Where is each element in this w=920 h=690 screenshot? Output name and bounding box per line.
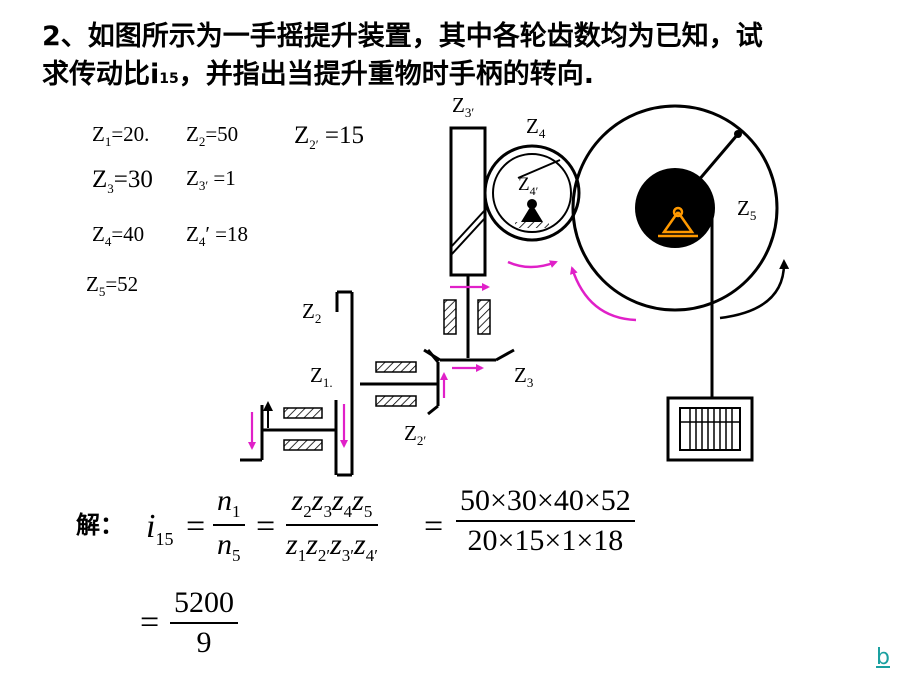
rotation-arrow-z5 xyxy=(719,259,790,320)
bearing-input-bottom xyxy=(283,439,323,451)
problem-line1: 、如图所示为一手摇提升装置，其中各轮齿数均为已知，试 xyxy=(60,21,763,52)
label-z2: Z2 xyxy=(302,299,321,326)
next-link[interactable]: b xyxy=(876,645,890,670)
frame-support-icon xyxy=(661,211,695,234)
param-z4p: Z4′ =18 xyxy=(186,222,249,250)
rotation-arrow-z4 xyxy=(507,260,558,269)
param-z2p: Z2′ =15 xyxy=(294,122,364,152)
fraction-n1-n5: n1 n5 xyxy=(213,484,245,566)
hoist-diagram: Z3′ Z4 Z4′ Z5 Z2 Z1. Z3 Z2′ xyxy=(240,93,790,477)
equals-3: = xyxy=(424,508,444,545)
pinion-z4p xyxy=(492,153,572,233)
fraction-values: 50×30×40×52 20×15×1×18 xyxy=(456,484,635,558)
label-z3p: Z3′ xyxy=(452,93,474,120)
bearing-input-top xyxy=(283,407,323,419)
bevel-gear-z2p-bottom xyxy=(427,404,439,416)
ratio-sub: 15 xyxy=(159,71,179,87)
fraction-result: 5200 9 xyxy=(170,586,238,660)
bevel-gear-z3-right xyxy=(495,348,515,362)
label-z5: Z5 xyxy=(737,196,756,223)
gear-z5 xyxy=(571,104,779,312)
equals-4: = xyxy=(140,604,160,641)
equals-2: = xyxy=(256,508,276,545)
rotation-arrow-gear xyxy=(570,266,637,322)
worm-thread xyxy=(450,217,486,256)
param-z3p: Z3′ =1 xyxy=(186,166,236,194)
bearing-upper-left xyxy=(443,299,457,335)
param-z4: Z4=40 xyxy=(92,222,145,250)
worm-thread xyxy=(450,209,486,248)
rope-arm xyxy=(673,133,740,209)
support-z4 xyxy=(521,204,543,222)
param-z1: Z1=20. xyxy=(92,122,150,150)
ratio-symbol: i xyxy=(150,59,160,90)
frame-pivot-icon xyxy=(672,206,684,218)
worm-gear-z4 xyxy=(483,144,581,242)
problem-number: 2 xyxy=(42,21,61,52)
load-grid-lines xyxy=(680,408,740,450)
problem-line2-post: ，并指出当提升重物时手柄的转向. xyxy=(178,59,595,90)
param-z2: Z2=50 xyxy=(186,122,239,150)
bearing-middle-top xyxy=(375,361,417,373)
bevel-gear-z2p-top xyxy=(426,349,440,363)
param-z5: Z5=52 xyxy=(86,272,139,300)
worm-z3p xyxy=(449,126,487,277)
bearing-middle-bottom xyxy=(375,395,417,407)
label-z4p: Z4′ xyxy=(518,174,539,198)
label-z2p: Z2′ xyxy=(404,421,426,448)
fraction-teeth: z2z3z4z5 z1z2′z3′z4′ xyxy=(286,484,378,565)
solution-label: 解： xyxy=(76,511,124,539)
label-z3: Z3 xyxy=(514,363,533,390)
label-z4: Z4 xyxy=(526,114,546,141)
param-z3: Z3=30 xyxy=(92,166,153,196)
problem-line2-pre: 求传动比 xyxy=(42,59,150,90)
load-grid xyxy=(679,407,741,451)
label-z1: Z1. xyxy=(310,363,333,390)
bearing-upper-right xyxy=(477,299,491,335)
rope-anchor xyxy=(734,130,742,138)
problem-title: 2、如图所示为一手摇提升装置，其中各轮齿数均为已知，试 求传动比i15，并指出当… xyxy=(42,18,763,98)
solution-lhs: i15 xyxy=(146,508,174,549)
mesh-line-z4 xyxy=(517,159,561,179)
equals-1: = xyxy=(186,508,206,545)
ground-z4 xyxy=(515,222,549,228)
